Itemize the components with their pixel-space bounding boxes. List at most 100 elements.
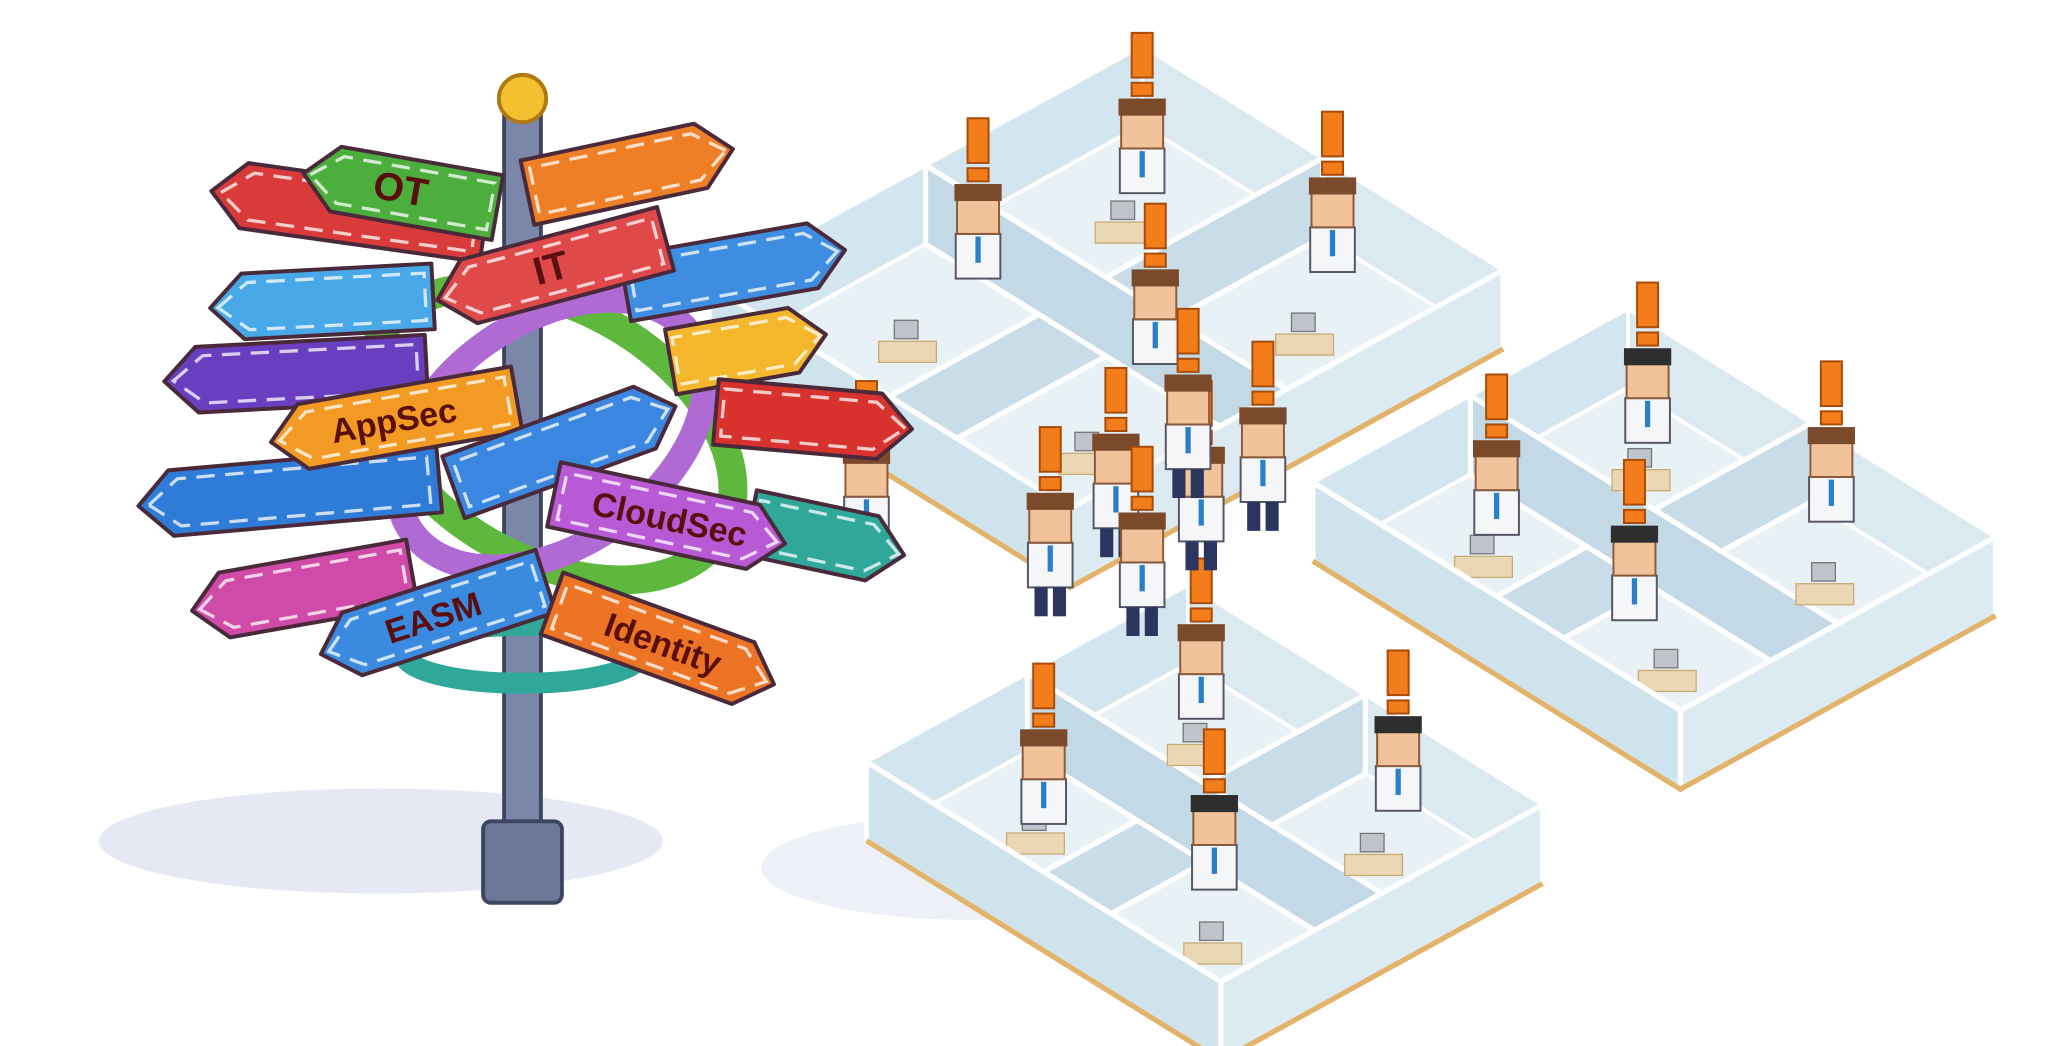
office-worker xyxy=(1239,340,1287,531)
direction-sign xyxy=(208,261,437,342)
worker-hair xyxy=(1374,716,1422,734)
direction-sign xyxy=(518,121,735,227)
worker-tie xyxy=(1198,499,1204,526)
worker-leg xyxy=(1265,501,1279,531)
exclamation-alert-icon xyxy=(1386,649,1410,715)
worker-hair xyxy=(1092,433,1140,451)
office-workers xyxy=(842,31,1856,891)
direction-sign xyxy=(711,377,915,461)
direction-sign-it: IT xyxy=(435,205,676,326)
worker-tie xyxy=(1047,545,1053,572)
exclamation-alert-icon xyxy=(1251,340,1275,406)
worker-tie xyxy=(1828,479,1835,506)
exclamation-alert-icon xyxy=(1038,426,1062,492)
office-worker xyxy=(1118,31,1166,195)
office-worker xyxy=(1026,426,1074,617)
worker-hair xyxy=(1239,407,1287,425)
worker-tie xyxy=(1631,578,1638,605)
worker-hair xyxy=(1164,374,1212,392)
exclamation-alert-icon xyxy=(1143,202,1167,268)
office-worker xyxy=(1308,110,1357,273)
exclamation-alert-icon xyxy=(1130,445,1154,511)
desk xyxy=(1453,555,1514,579)
computer-monitor xyxy=(1469,534,1495,555)
worker-hair xyxy=(954,183,1002,202)
signpost-shadow xyxy=(98,788,663,894)
desk xyxy=(1005,832,1066,855)
worker-leg xyxy=(1052,587,1067,617)
worker-tie xyxy=(1152,321,1158,349)
worker-hair xyxy=(1623,348,1672,366)
floor-trim xyxy=(1311,558,1997,793)
computer-monitor xyxy=(893,319,919,340)
worker-tie xyxy=(1493,492,1500,520)
office-worker xyxy=(1623,281,1672,444)
worker-hair xyxy=(1118,98,1166,116)
worker-leg xyxy=(1172,469,1186,499)
computer-monitor xyxy=(1359,832,1385,853)
worker-leg xyxy=(1126,607,1140,637)
worker-tie xyxy=(1644,400,1651,428)
direction-sign xyxy=(617,221,848,324)
worker-hair xyxy=(1177,624,1225,642)
office-worker xyxy=(1374,649,1422,812)
worker-tie xyxy=(1041,781,1047,809)
desk xyxy=(877,340,938,364)
worker-leg xyxy=(1203,541,1217,571)
worker-tie xyxy=(975,236,981,263)
worker-tie xyxy=(1395,768,1401,796)
floor-trim xyxy=(865,838,1544,1046)
exclamation-alert-icon xyxy=(966,117,990,183)
direction-sign-appsec: AppSec xyxy=(269,364,525,471)
exclamation-alert-icon xyxy=(1032,662,1056,728)
exclamation-alert-icon xyxy=(1622,458,1646,524)
worker-hair xyxy=(1026,492,1074,510)
worker-hair xyxy=(1308,177,1357,195)
office-worker xyxy=(1472,373,1521,536)
worker-tie xyxy=(1260,459,1266,487)
office-worker xyxy=(1164,307,1212,499)
exclamation-alert-icon xyxy=(1202,728,1226,794)
desk xyxy=(1344,853,1404,877)
signpost-finial xyxy=(496,72,549,125)
worker-tie xyxy=(1198,676,1204,704)
signpost-base xyxy=(481,819,564,905)
worker-hair xyxy=(1190,795,1238,813)
worker-leg xyxy=(1247,501,1261,531)
desk xyxy=(1183,942,1243,965)
worker-leg xyxy=(1034,587,1048,617)
desk xyxy=(1637,669,1697,693)
direction-sign xyxy=(663,305,828,397)
direction-sign-identity: Identity xyxy=(538,570,776,706)
direction-sign xyxy=(136,444,445,538)
cubicle-cluster-right xyxy=(1310,305,1999,794)
worker-tie xyxy=(1139,565,1145,592)
worker-leg xyxy=(1100,528,1114,558)
worker-tie xyxy=(1139,151,1145,178)
exclamation-alert-icon xyxy=(1636,281,1660,347)
office-worker xyxy=(1020,662,1068,825)
computer-monitor xyxy=(1653,648,1679,669)
office-worker xyxy=(1610,458,1659,622)
direction-sign-ot: OT xyxy=(301,144,506,242)
direction-sign xyxy=(440,384,678,521)
exclamation-alert-icon xyxy=(1819,360,1843,426)
sign-label: OT xyxy=(370,163,431,216)
worker-hair xyxy=(1610,525,1659,543)
worker-tie xyxy=(1211,847,1217,874)
direction-sign-easm: EASM xyxy=(318,547,558,678)
exclamation-alert-icon xyxy=(1130,31,1154,97)
worker-hair xyxy=(1020,729,1068,747)
worker-hair xyxy=(1118,512,1166,530)
computer-monitor xyxy=(1110,200,1136,221)
cubicle-front-wall xyxy=(863,757,1224,1046)
worker-hair xyxy=(1807,427,1856,445)
office-worker xyxy=(1807,360,1856,523)
office-worker xyxy=(1131,202,1179,365)
worker-hair xyxy=(1131,269,1179,287)
exclamation-alert-icon xyxy=(1485,373,1509,439)
exclamation-alert-icon xyxy=(1321,110,1344,176)
worker-tie xyxy=(1329,229,1336,257)
